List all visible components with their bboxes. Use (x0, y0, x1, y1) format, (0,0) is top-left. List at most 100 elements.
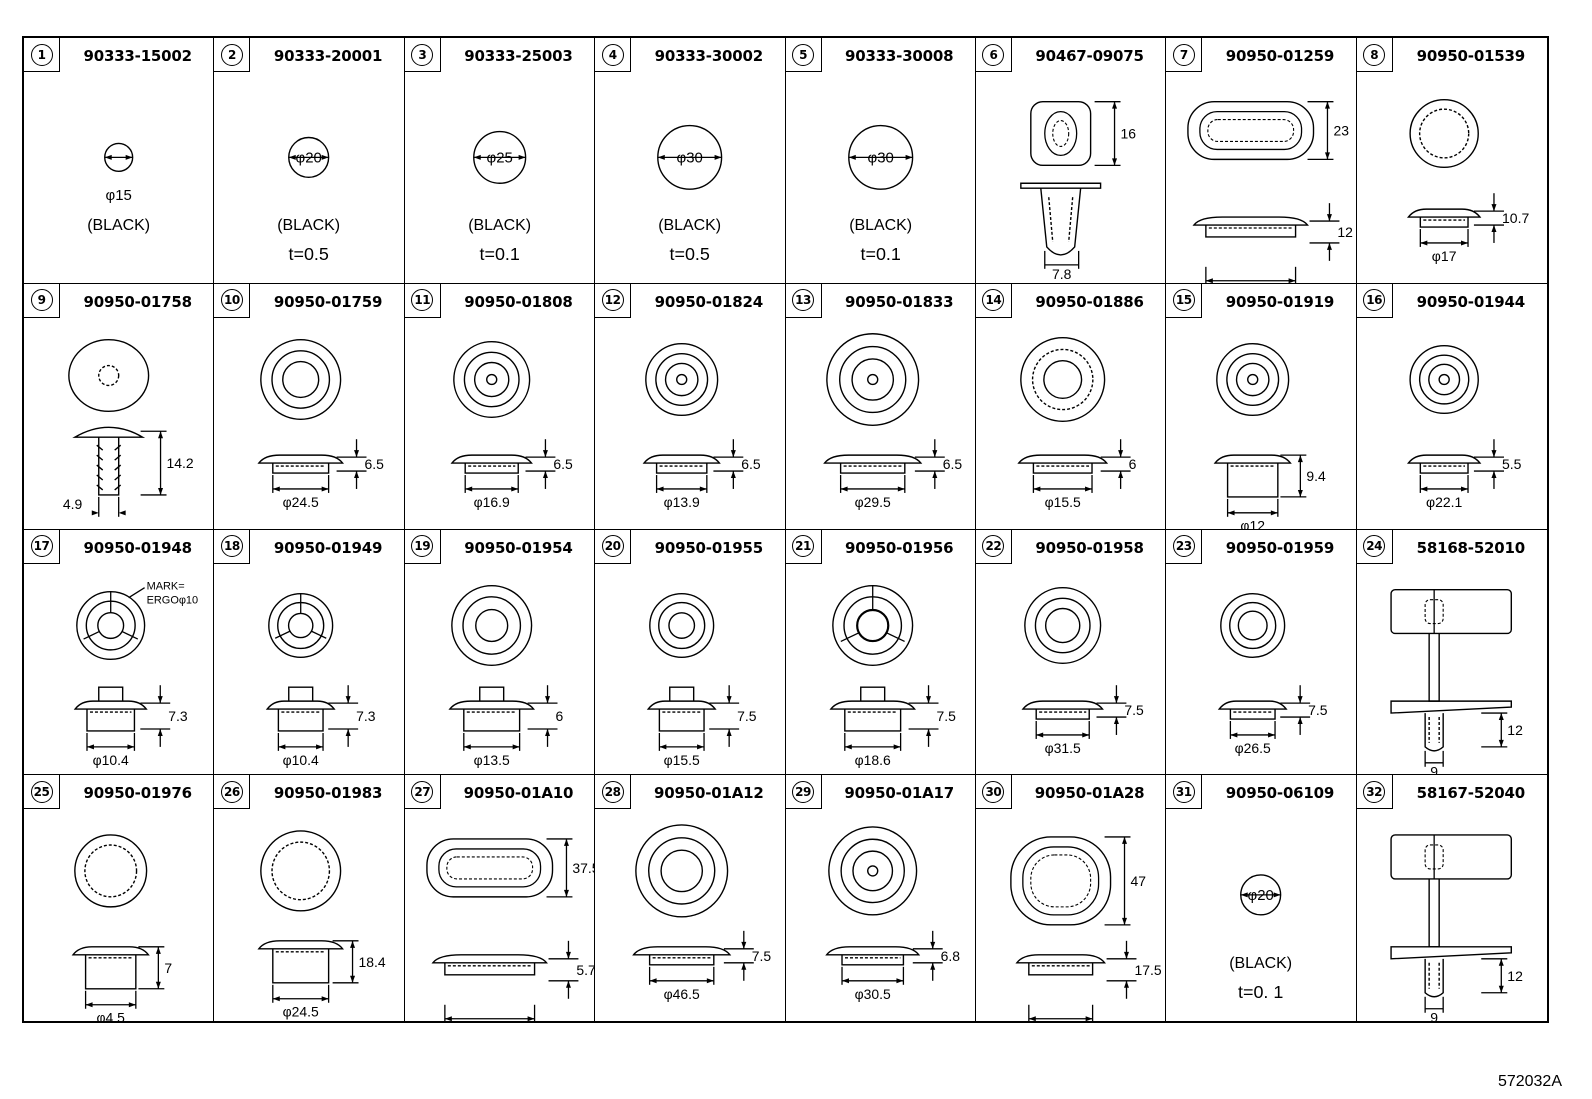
part-number: 90333-15002 (83, 47, 192, 65)
dimension-arrowhead (157, 728, 163, 736)
grommet-inner-ring (282, 360, 320, 398)
grommet-flange (257, 454, 345, 464)
item-number: 18 (220, 535, 243, 557)
grommet-body (1028, 963, 1094, 976)
item-number-badge: 10 (214, 283, 251, 318)
rivet-ridge (96, 454, 122, 461)
grommet-flange (431, 954, 548, 964)
dimension-arrowhead (544, 695, 550, 703)
side-dimension-label: 6.5 (942, 456, 962, 472)
dimension-arrowhead (1498, 739, 1504, 747)
dimension-arrowhead (127, 743, 135, 749)
item-number-badge: 7 (1166, 38, 1203, 72)
split-line (840, 631, 859, 642)
item-number: 14 (982, 289, 1005, 312)
grommet-flange (1021, 699, 1104, 710)
part-number: 90950-01833 (844, 292, 954, 311)
grommet-boss (859, 686, 885, 701)
item-number-badge: 14 (975, 283, 1012, 318)
dimension-arrowhead (931, 449, 937, 457)
item-number: 15 (1172, 289, 1195, 312)
part-number: 90950-01944 (1416, 292, 1526, 311)
dimension-arrowhead (1082, 731, 1090, 737)
side-dimension-label: 7.3 (357, 708, 377, 724)
item-number-badge: 28 (595, 775, 632, 810)
dimension-arrowhead (1460, 240, 1468, 246)
dimension-arrowhead (1419, 240, 1427, 246)
diameter-label: φ30 (677, 149, 703, 166)
item-number-badge: 26 (214, 775, 251, 810)
grommet-inner-ring (1427, 363, 1460, 396)
part-number: 90950-01824 (654, 292, 764, 311)
oval-inner (1022, 846, 1100, 916)
grommet-top-outline (1220, 592, 1286, 658)
grommet-ring (1031, 348, 1094, 411)
item-number-badge: 29 (785, 775, 822, 810)
grommet-flange (822, 454, 922, 464)
dimension-arrowhead (512, 743, 520, 749)
side-dimension-label: 7.5 (1124, 702, 1144, 718)
grommet-inner-ring (851, 850, 893, 892)
width-dimension-label: φ15.5 (1044, 494, 1080, 510)
dimension-arrowhead (510, 486, 518, 492)
part-number: 90950-01539 (1416, 47, 1526, 65)
grommet-inner-ring (855, 608, 889, 642)
grommet-body (86, 708, 136, 732)
dimension-arrowhead (741, 942, 747, 950)
dimension-arrowhead (544, 728, 550, 736)
part-drawing: φ15(BLACK) (87, 142, 150, 234)
grommet-flange (448, 699, 535, 710)
grommet-flange (1218, 699, 1288, 710)
grommet-ring (655, 352, 709, 406)
item-number: 12 (601, 289, 624, 312)
leader-line (128, 586, 145, 598)
grommet-top-outline (260, 830, 342, 912)
clip-head (1020, 182, 1102, 189)
item-number: 21 (792, 535, 814, 557)
retainer-stem (1428, 879, 1440, 948)
item-number: 11 (411, 289, 434, 312)
mark-label: ERGOφ10 (147, 594, 199, 606)
grommet-body (649, 955, 715, 966)
grommet-inner-ring (856, 609, 889, 641)
retainer-top-view (1389, 834, 1512, 880)
side-dimension-label: 6.5 (553, 456, 573, 472)
part-drawing: φ30(BLACK)t=0.5 (657, 124, 723, 264)
side-dimension-label: 7.3 (168, 708, 188, 724)
grommet-body (278, 708, 325, 732)
width-dimension-label: φ46.5 (664, 986, 700, 1002)
color-note: (BLACK) (468, 217, 531, 234)
part-number: 90333-20001 (273, 47, 383, 65)
width-dimension-label: φ24.5 (283, 494, 319, 510)
dimension-arrowhead (322, 486, 329, 492)
grommet-inner-ring (1044, 607, 1081, 643)
grommet-ring (838, 345, 906, 413)
grommet-hole (866, 373, 878, 385)
item-number: 29 (792, 780, 814, 803)
grommet-flange (1017, 454, 1108, 464)
dimension-arrowhead (1491, 470, 1497, 478)
width-dimension-label: 9 (1430, 763, 1438, 774)
dimension-arrowhead (1297, 716, 1303, 724)
item-number-badge: 27 (404, 775, 441, 810)
item-number: 3 (411, 43, 434, 66)
dimension-arrowhead (893, 743, 901, 749)
part-number: 90950-01A10 (463, 784, 574, 803)
dimension-arrowhead (730, 449, 736, 457)
grommet-body (443, 963, 536, 976)
clip-leg (1039, 188, 1082, 256)
dimension-arrowhead (278, 743, 286, 749)
rivet-ridge (96, 484, 122, 491)
dimension-arrowhead (354, 470, 360, 478)
dimension-arrowhead (527, 1016, 535, 1021)
side-dimension-label: 7.5 (1308, 702, 1328, 718)
